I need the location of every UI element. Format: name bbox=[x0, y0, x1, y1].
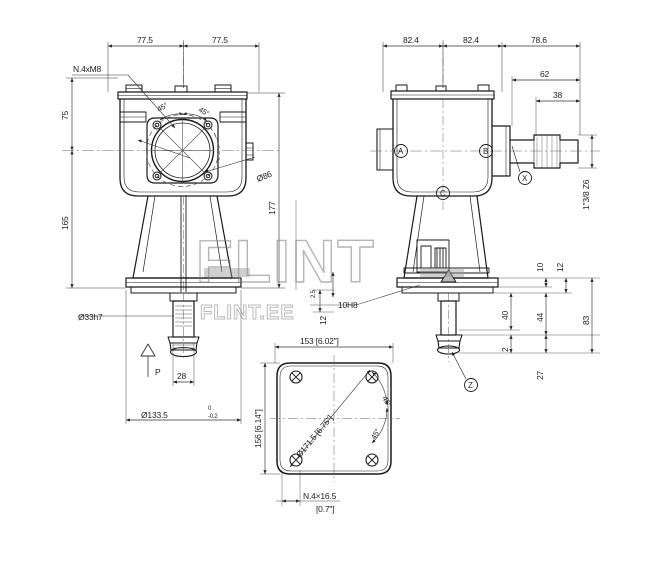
dim-front-dia1335: Ø133.5 bbox=[141, 410, 168, 420]
bottom-plate-geometry bbox=[270, 355, 400, 482]
dim-plate-height: 156 [6.14"] bbox=[253, 409, 263, 448]
balloon-markers bbox=[394, 144, 532, 392]
dim-front-top-2: 77.5 bbox=[212, 35, 228, 45]
dim-front-left-75: 75 bbox=[60, 110, 70, 120]
bottom-plate-dimensions bbox=[260, 343, 394, 506]
watermark-bar-2 bbox=[420, 268, 464, 277]
callout-spline: 1"3/8 Z6 bbox=[581, 179, 591, 210]
dim-key-25: 2.5 bbox=[311, 289, 317, 298]
angle-plate-2: 45° bbox=[369, 427, 382, 441]
dim-bolt-circle: Ø171.5 [6.75"] bbox=[294, 413, 335, 459]
callout-n4xm8: N.4xM8 bbox=[73, 64, 102, 74]
front-view-geometry bbox=[62, 40, 280, 360]
dim-side-top-3: 78.6 bbox=[531, 35, 547, 45]
dimension-labels: 77.5 77.5 75 165 177 N.4xM8 Ø86 45° 45° … bbox=[60, 35, 591, 514]
callout-dia86: Ø86 bbox=[255, 169, 274, 184]
dim-side-top-1: 82.4 bbox=[403, 35, 419, 45]
dim-side-44: 44 bbox=[535, 312, 545, 322]
balloon-a: A bbox=[398, 147, 404, 156]
dim-side-10: 10 bbox=[535, 262, 545, 272]
balloon-z: Z bbox=[468, 381, 473, 390]
dim-side-27: 27 bbox=[535, 370, 545, 380]
dim-key-10h8: 10H8 bbox=[338, 300, 358, 310]
front-view-dimensions bbox=[66, 42, 285, 424]
dim-plate-holes-inch: [0.7"] bbox=[316, 504, 334, 514]
dim-plate-holes: N.4×16.5 bbox=[303, 491, 337, 501]
dim-shaft-dia33h7: Ø33h7 bbox=[78, 312, 103, 322]
balloon-c: C bbox=[440, 189, 446, 198]
direction-marker-p: P bbox=[155, 367, 161, 377]
side-view-dimensions bbox=[295, 42, 600, 354]
dim-side-12: 12 bbox=[555, 262, 565, 272]
dim-front-left-165: 165 bbox=[60, 216, 70, 230]
angle-front-1: 45° bbox=[156, 100, 170, 113]
balloon-b: B bbox=[483, 147, 488, 156]
balloon-x: X bbox=[522, 174, 528, 183]
tolerance-upper: 0 bbox=[208, 406, 212, 412]
dim-plate-width: 153 [6.02"] bbox=[300, 336, 339, 346]
dim-side-top-2: 82.4 bbox=[463, 35, 479, 45]
dim-side-62: 62 bbox=[540, 69, 550, 79]
watermark-bar-1 bbox=[204, 268, 250, 277]
tolerance-lower: -0.2 bbox=[208, 414, 218, 420]
dim-side-2: 2 bbox=[500, 347, 510, 352]
dim-side-38: 38 bbox=[553, 90, 563, 100]
side-view-geometry bbox=[370, 40, 600, 392]
dim-front-right-177: 177 bbox=[267, 201, 277, 215]
dim-side-83: 83 bbox=[581, 315, 591, 325]
dim-key-12: 12 bbox=[318, 315, 328, 325]
dim-front-28: 28 bbox=[177, 371, 187, 381]
dim-side-40: 40 bbox=[500, 310, 510, 320]
dim-front-top-1: 77.5 bbox=[137, 35, 153, 45]
